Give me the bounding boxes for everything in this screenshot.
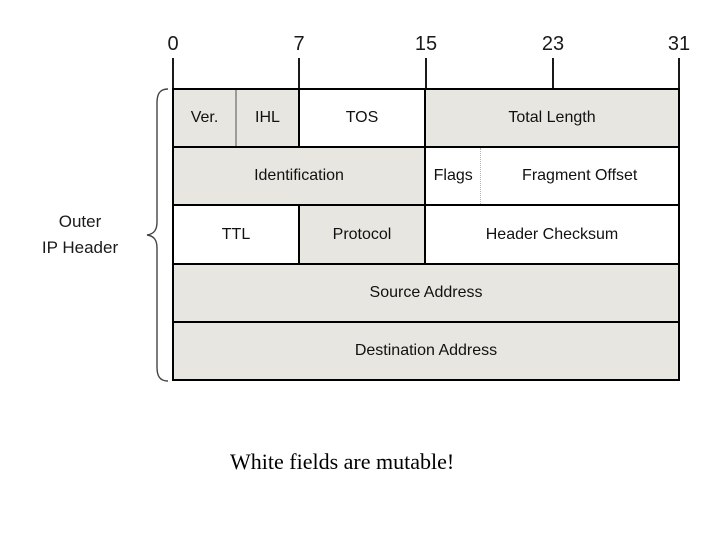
field-flags-label: Flags bbox=[433, 167, 473, 185]
field-identification-label: Identification bbox=[254, 167, 344, 185]
field-fragment-offset: Fragment Offset bbox=[481, 148, 678, 205]
field-total-length: Total Length bbox=[426, 90, 678, 147]
field-total-length-label: Total Length bbox=[508, 109, 596, 127]
field-version: Ver. bbox=[174, 90, 237, 147]
field-protocol: Protocol bbox=[300, 206, 426, 263]
field-identification: Identification bbox=[174, 148, 426, 205]
axis-tick-label-31: 31 bbox=[667, 33, 691, 55]
outer-ip-header-label-line1: Outer bbox=[58, 212, 102, 231]
field-ttl-label: TTL bbox=[221, 225, 251, 243]
outer-ip-header-label: Outer IP Header bbox=[18, 209, 142, 261]
axis-tick-label-7: 7 bbox=[293, 33, 305, 55]
axis-tick-mark bbox=[172, 58, 174, 88]
field-ihl-label: IHL bbox=[255, 109, 280, 127]
header-row-4: Source Address bbox=[174, 264, 678, 323]
field-tos-label: TOS bbox=[345, 109, 379, 127]
axis-tick-mark bbox=[298, 58, 300, 88]
field-flags: Flags bbox=[426, 148, 482, 205]
field-ttl: TTL bbox=[174, 206, 300, 263]
ip-header-table: Ver. IHL TOS Total Length Identification… bbox=[172, 88, 680, 381]
axis-tick-mark bbox=[678, 58, 680, 88]
axis-tick-mark bbox=[425, 58, 427, 88]
header-row-3: TTL Protocol Header Checksum bbox=[174, 206, 678, 265]
outer-ip-header-label-line2: IP Header bbox=[41, 238, 119, 257]
field-source-address-label: Source Address bbox=[369, 283, 483, 301]
field-ihl: IHL bbox=[237, 90, 300, 147]
axis-tick-label-23: 23 bbox=[541, 33, 565, 55]
field-destination-address: Destination Address bbox=[174, 322, 678, 380]
field-header-checksum-label: Header Checksum bbox=[485, 225, 619, 243]
field-tos: TOS bbox=[300, 90, 426, 147]
header-row-5: Destination Address bbox=[174, 322, 678, 380]
header-row-1: Ver. IHL TOS Total Length bbox=[174, 90, 678, 149]
field-fragment-offset-label: Fragment Offset bbox=[522, 167, 638, 185]
header-row-2: Identification Flags Fragment Offset bbox=[174, 148, 678, 207]
curly-brace bbox=[146, 88, 169, 382]
field-version-label: Ver. bbox=[190, 109, 219, 127]
field-destination-address-label: Destination Address bbox=[354, 341, 498, 359]
field-source-address: Source Address bbox=[174, 264, 678, 321]
axis-tick-label-15: 15 bbox=[414, 33, 438, 55]
field-header-checksum: Header Checksum bbox=[426, 206, 678, 263]
field-protocol-label: Protocol bbox=[332, 225, 392, 243]
axis-tick-label-0: 0 bbox=[167, 33, 179, 55]
axis-tick-mark bbox=[552, 58, 554, 88]
caption: White fields are mutable! bbox=[230, 449, 455, 474]
